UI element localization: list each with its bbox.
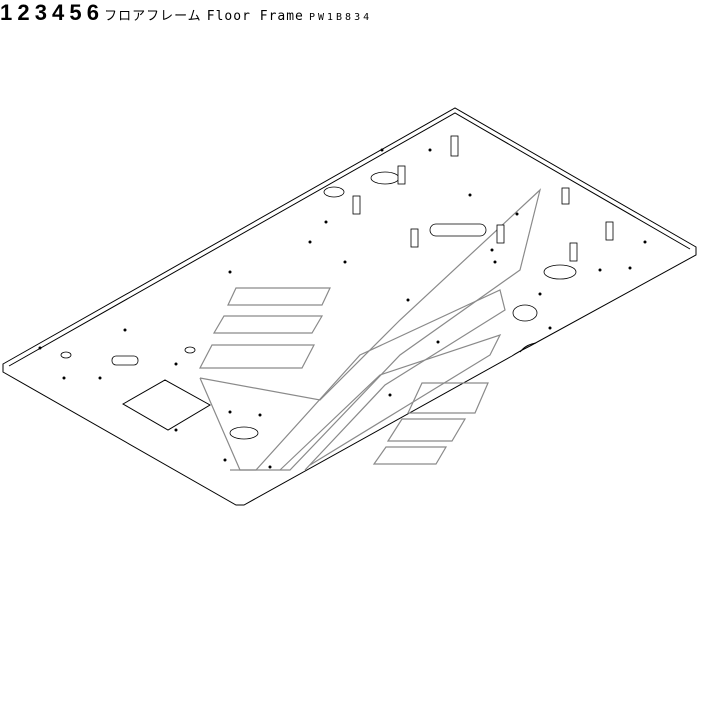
drawing-code: PW1B834 [308, 12, 373, 23]
assembly-line: 1 2 3 4 5 6 フロアフレーム Floor Frame PW1B834 … [0, 0, 373, 25]
part-4-washer: 1 2 3 4 5 6 フロアフレーム Floor Frame PW1B834 … [0, 0, 373, 25]
callout-5: 5 [69, 0, 82, 25]
title-japanese: フロアフレーム [104, 9, 202, 24]
callout-2: 2 [17, 0, 30, 25]
callout-6: 6 [86, 0, 99, 25]
watermark-logo [199, 188, 542, 471]
plate-bosses [352, 135, 614, 262]
floor-frame-plate [2, 107, 697, 506]
highlight-mark: 1 2 3 4 5 6 フロアフレーム Floor Frame PW1B834 … [0, 0, 373, 25]
callout-1: 1 [0, 0, 13, 25]
title-english: Floor Frame [206, 9, 304, 24]
part-6-washer: 1 2 3 4 5 6 フロアフレーム Floor Frame PW1B834 … [0, 0, 373, 25]
callout-3: 3 [34, 0, 47, 25]
callout-4: 4 [52, 0, 65, 25]
plate-holes [38, 148, 647, 469]
part-2-plate: 1 2 3 4 5 6 フロアフレーム Floor Frame PW1B834 … [0, 0, 373, 25]
plate-cutouts [60, 171, 577, 440]
